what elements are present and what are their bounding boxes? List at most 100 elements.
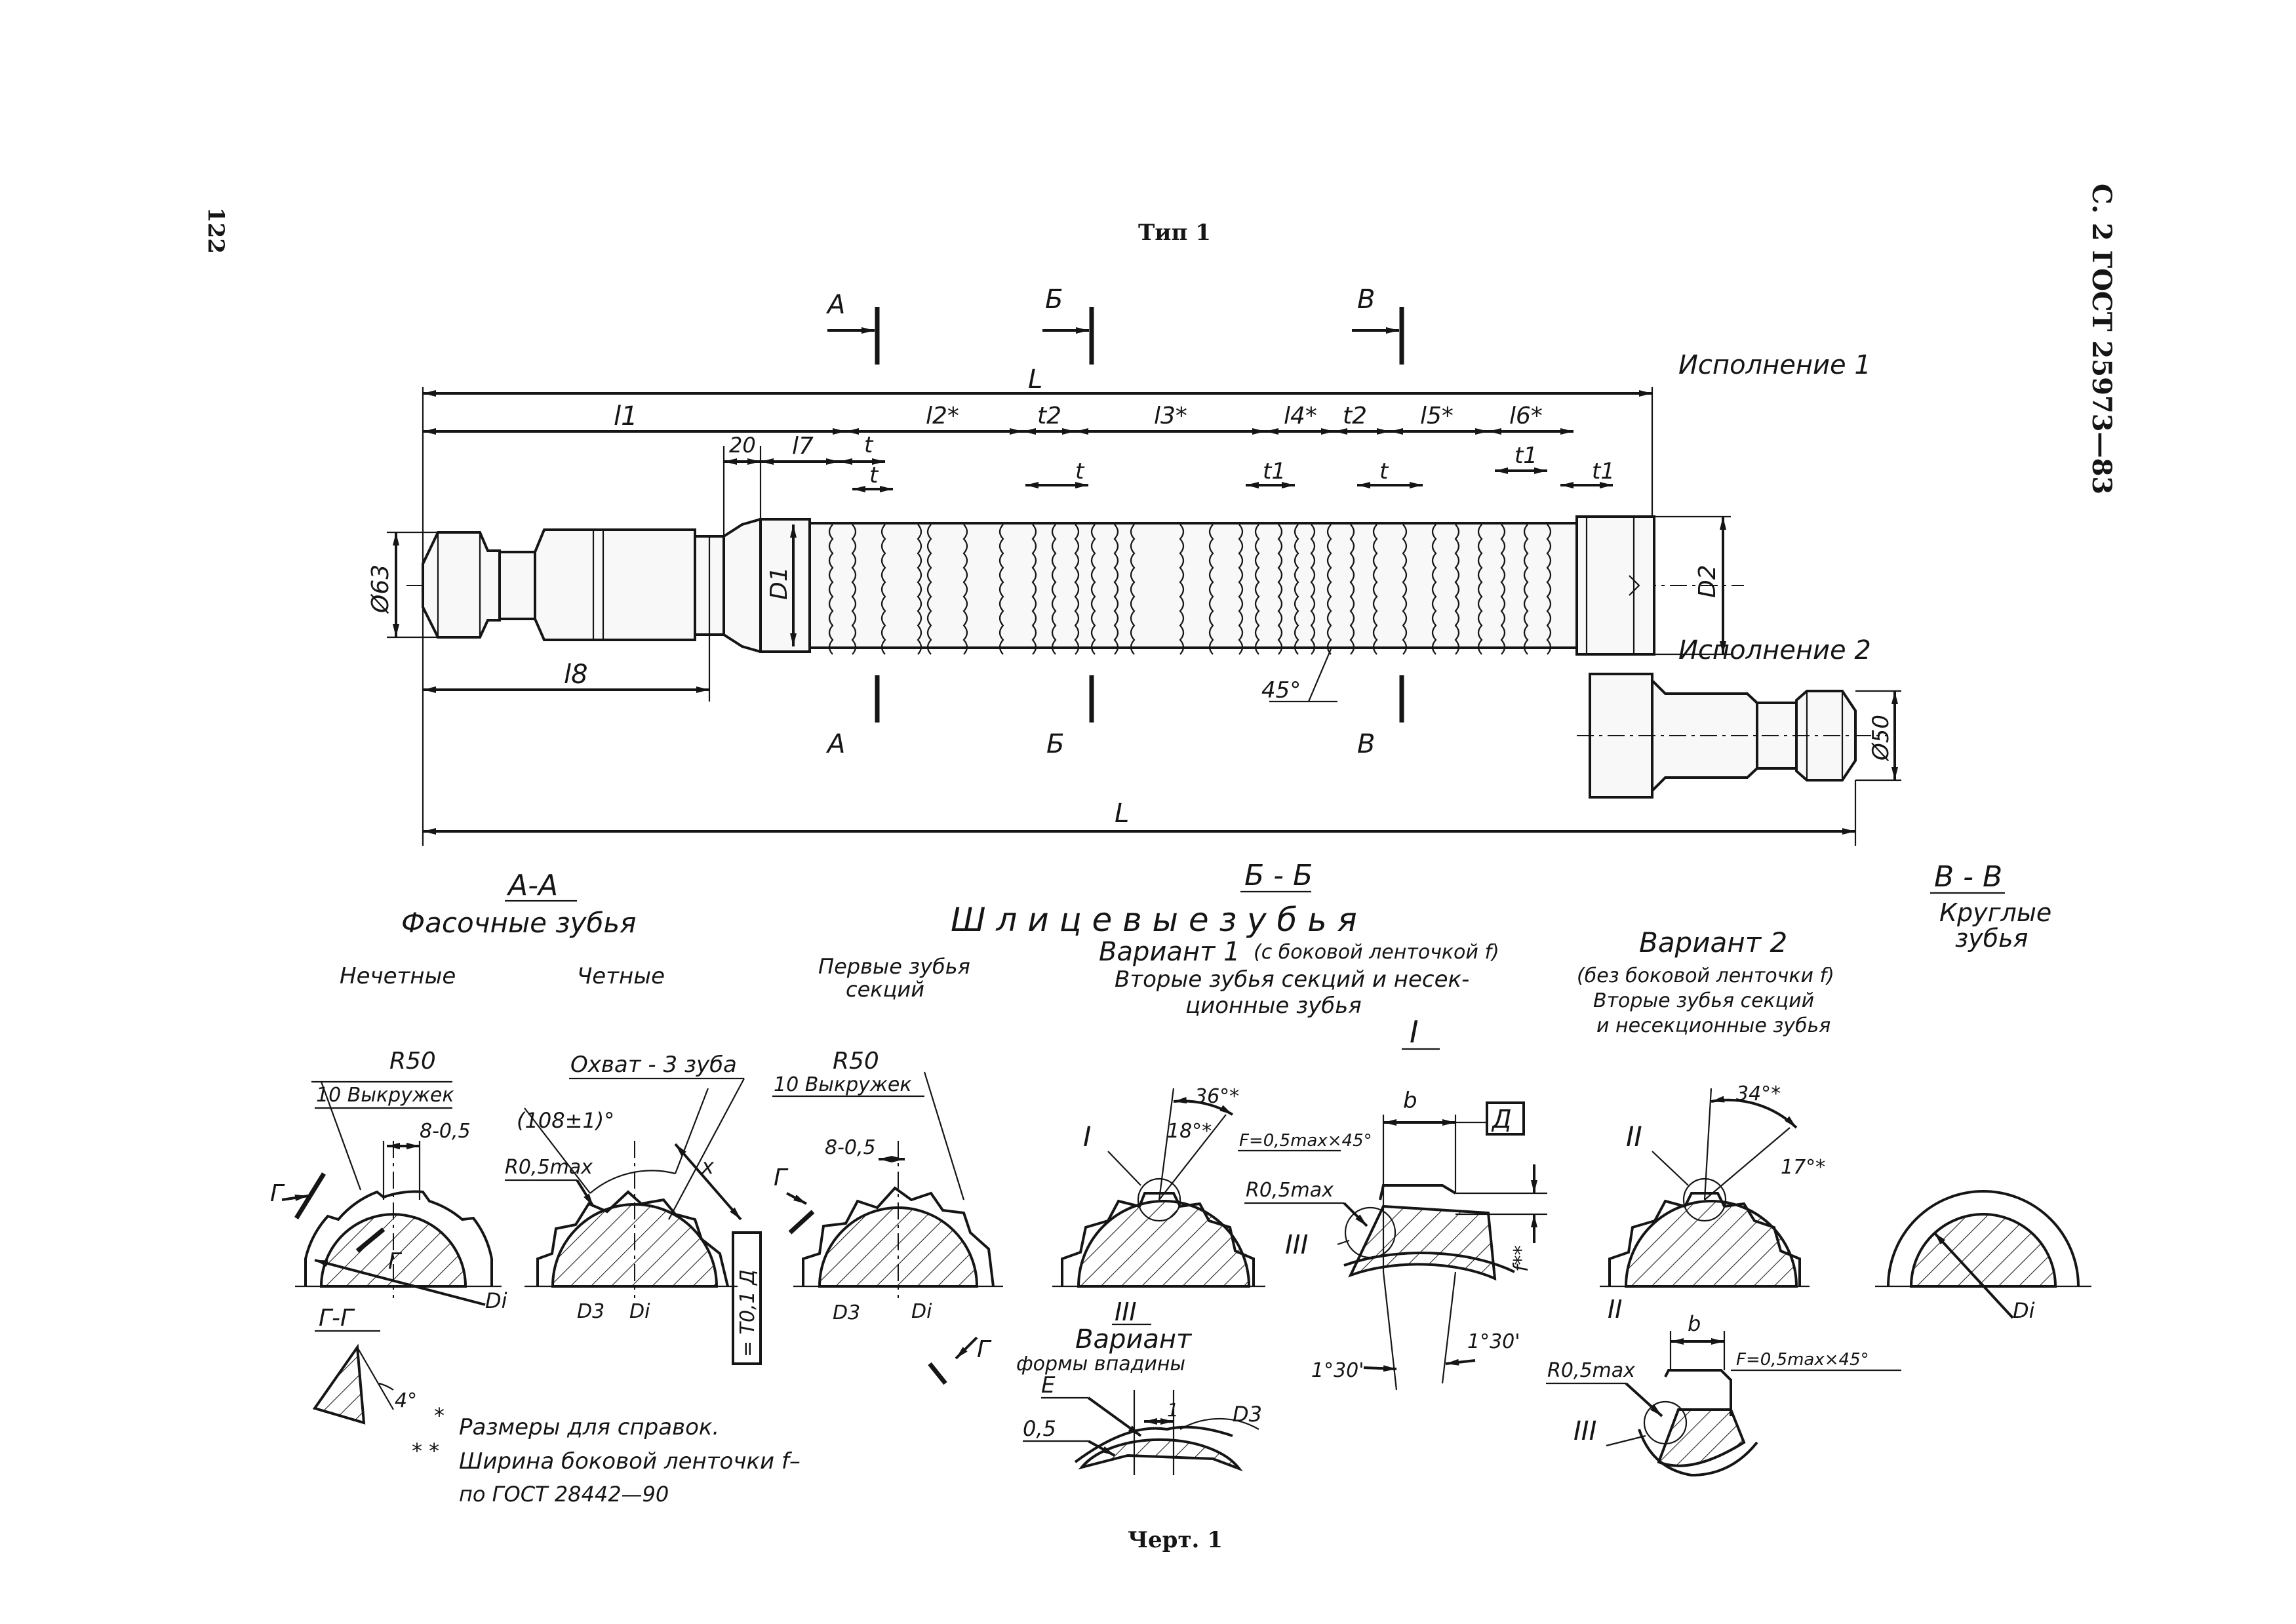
gg-title: Г-Г	[319, 1305, 355, 1332]
groove-E: E	[1041, 1372, 1056, 1398]
dim-t-c: t	[1075, 458, 1085, 485]
note-2-mark: * *	[412, 1438, 439, 1463]
broach-main-view	[406, 515, 1744, 656]
notes: * Размеры для справок. * * Ширина боково…	[412, 1403, 801, 1507]
gg-angle-4: 4°	[395, 1389, 417, 1412]
dimensions-main: L Исполнение 1 l1 l2* t2 l3* l4* t2 l5* …	[367, 350, 1871, 846]
even-label: Четные	[577, 963, 665, 989]
section-variant-2: II II 34°* 17°*	[1600, 1082, 1825, 1324]
note-2: Ширина боковой ленточки f–	[459, 1448, 801, 1475]
dim-t2-a: t2	[1037, 403, 1061, 429]
tooth-profile	[1130, 524, 1136, 655]
tooth-profile	[1402, 524, 1408, 655]
detail-II: b F=0,5max×45° R0,5max III	[1546, 1311, 1901, 1477]
detail-I-title: I	[1410, 1014, 1419, 1050]
note-1-mark: *	[434, 1403, 445, 1428]
odd-label: Нечетные	[340, 963, 456, 989]
gg-detail: Г-Г 4°	[312, 1305, 417, 1425]
section-headings: А-А Фасочные зубья Нечетные Четные Первы…	[340, 859, 2051, 1050]
detail-I-f: f**	[1510, 1245, 1533, 1272]
first-teeth-label: Первые зубья	[818, 954, 970, 979]
tooth-profile	[1500, 524, 1506, 655]
dim-D1: D1	[766, 566, 793, 600]
note-3: по ГОСТ 28442—90	[459, 1482, 669, 1507]
tooth-profile	[1277, 524, 1283, 655]
section-variant-1: I 36°* 18°* F=0,5max×45°	[1052, 1085, 1372, 1288]
dim-l3: l3*	[1154, 403, 1187, 429]
section-first-teeth: R50 10 Выкружек 8-0,5 Г D3 Di Г	[772, 1048, 1003, 1385]
tooth-profile	[851, 524, 857, 655]
first-teeth-d8: 8-0,5	[825, 1136, 876, 1159]
dim-L-top: L	[1028, 365, 1042, 395]
version-1-label: Исполнение 1	[1678, 350, 1871, 380]
aa-odd-G: Г	[270, 1180, 285, 1207]
tooth-profile	[1090, 524, 1096, 655]
figure-caption: Черт. 1	[1128, 1527, 1223, 1553]
angle-45: 45°	[1261, 677, 1301, 703]
aa-even-x: x	[701, 1154, 715, 1179]
sec-a-top: А	[825, 290, 845, 320]
section-vv: Di	[1875, 1190, 2091, 1323]
detail-II-b: b	[1688, 1311, 1701, 1336]
note-1: Размеры для справок.	[459, 1414, 719, 1440]
variant-2-desc-1: Вторые зубья секций	[1593, 989, 1814, 1012]
dim-l5: l5*	[1420, 403, 1454, 429]
tooth-profile	[1294, 524, 1299, 655]
sec-v-bottom: В	[1357, 729, 1375, 759]
vv-Di: Di	[2013, 1298, 2035, 1323]
tooth-profile	[1208, 524, 1214, 655]
detail-I: b Д R0,5max III f** 1°30' 1°30'	[1244, 1088, 1547, 1391]
tooth-profile	[999, 524, 1004, 655]
detail-I-b: b	[1403, 1088, 1417, 1114]
tooth-profile	[1179, 524, 1185, 655]
detail-II-F: F=0,5max×45°	[1736, 1350, 1869, 1370]
v2-detail-II-bottom: II	[1608, 1295, 1622, 1324]
aa-even-angle108: (108±1)°	[517, 1108, 614, 1133]
dim-l4: l4*	[1284, 403, 1317, 429]
aa-title: А-А	[506, 869, 558, 902]
aa-odd-R50: R50	[389, 1048, 436, 1075]
tooth-profile	[1051, 524, 1057, 655]
groove-D3: D3	[1233, 1402, 1262, 1427]
section-aa-even: (108±1)° Охват - 3 зуба x R0,5max D3 Di …	[505, 1052, 762, 1365]
tooth-profile	[1477, 524, 1483, 655]
groove-05: 0,5	[1023, 1416, 1056, 1441]
dim-t1-b: t1	[1514, 443, 1537, 469]
aa-even-okhvat: Охват - 3 зуба	[570, 1052, 737, 1078]
variant-1-desc-2: ционные зубья	[1185, 993, 1362, 1019]
v2-detail-II: II	[1626, 1120, 1642, 1153]
tooth-profile	[1349, 524, 1355, 655]
first-teeth-G2: Г	[977, 1336, 992, 1363]
sec-a-bottom: А	[825, 729, 845, 759]
tooth-profile	[1372, 524, 1378, 655]
tooth-profile	[1031, 524, 1037, 655]
version-2-label: Исполнение 2	[1678, 635, 1871, 665]
v2-a34: 34°*	[1736, 1082, 1781, 1105]
first-teeth-G: Г	[774, 1164, 789, 1191]
aa-odd-Di: Di	[485, 1288, 507, 1313]
groove-1: 1	[1167, 1399, 1179, 1421]
vv-title: В - В	[1934, 860, 2002, 894]
variant-2-note: (без боковой ленточки f)	[1577, 964, 1834, 987]
groove-variant-2: формы впадины	[1016, 1353, 1185, 1376]
groove-variant-1: Вариант	[1075, 1324, 1193, 1355]
tooth-profile	[1546, 524, 1552, 655]
tooth-profile	[917, 524, 922, 655]
dim-phi50: Ø50	[1868, 715, 1894, 762]
dim-t1-a: t1	[1263, 458, 1286, 485]
dim-D2: D2	[1694, 564, 1721, 598]
detail-II-R05: R0,5max	[1547, 1359, 1635, 1382]
tooth-profile	[1254, 524, 1260, 655]
sec-b-bottom: Б	[1046, 729, 1064, 759]
aa-even-R05: R0,5max	[505, 1156, 593, 1179]
vv-subtitle-1: Круглые	[1939, 898, 2051, 927]
tooth-profile	[1074, 524, 1080, 655]
dim-l2: l2*	[926, 403, 959, 429]
aa-subtitle: Фасочные зубья	[401, 907, 636, 939]
first-teeth-vykruzhek: 10 Выкружек	[774, 1073, 912, 1096]
tooth-profile	[1113, 524, 1119, 655]
v2-a17: 17°*	[1781, 1156, 1825, 1179]
bb-subtitle: Ш л и ц е в ы е з у б ь я	[951, 901, 1357, 939]
dim-l1: l1	[614, 401, 638, 431]
dim-t-b: t	[869, 462, 879, 488]
